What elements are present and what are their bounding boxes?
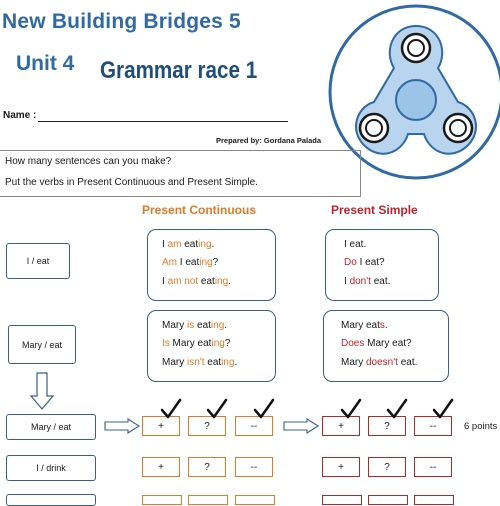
example-continuous-mary: Mary is eating. Is Mary eating? Mary isn… [147, 310, 276, 382]
next-row-box-partial [414, 495, 454, 505]
present-continuous-header: Present Continuous [142, 203, 257, 217]
prompt-i-eat: I / eat [6, 243, 70, 279]
prepared-by: Prepared by: Gordana Palada [216, 136, 322, 145]
book-title: New Building Bridges 5 [2, 10, 241, 33]
example-line: Mary isn't eating. [162, 357, 238, 368]
checkmark-icon [340, 398, 362, 419]
example-line: Am I eating? [162, 257, 219, 268]
instructions-box [0, 150, 361, 197]
next-row-prompt-partial [6, 494, 96, 506]
example-line: Mary doesn't eat. [341, 357, 418, 368]
example-line: I am not eating. [162, 276, 231, 287]
answer-box-continuous-negative[interactable]: -- [235, 416, 273, 436]
instruction-line-1: How many sentences can you make? [5, 156, 172, 167]
prompt-label: I / eat [26, 256, 50, 266]
checkmark-icon [160, 398, 182, 419]
answer-box-continuous-affirmative[interactable]: + [142, 416, 180, 436]
answer-box-continuous-affirmative[interactable]: + [142, 457, 180, 477]
example-continuous-i: I am eating. Am I eating? I am not eatin… [147, 229, 276, 301]
present-simple-header: Present Simple [331, 203, 418, 217]
next-row-box-partial [188, 495, 228, 505]
example-line: I am eating. [162, 239, 215, 250]
example-simple-mary: Mary eats. Does Mary eat? Mary doesn't e… [323, 310, 449, 382]
prompt-mary-eat: Mary / eat [8, 325, 76, 364]
answer-box-continuous-negative[interactable]: -- [235, 457, 273, 477]
checkmark-icon [253, 398, 275, 419]
example-line: I eat. [344, 239, 367, 250]
unit-label: Unit 4 [16, 52, 75, 75]
right-arrow-icon [283, 417, 320, 435]
example-line: Mary eats. [341, 320, 388, 331]
exercise-prompt-mary-eat: Mary / eat [6, 414, 96, 440]
right-arrow-icon [104, 417, 141, 435]
next-row-box-partial [142, 495, 182, 505]
fidget-spinner-icon [328, 4, 500, 180]
next-row-box-partial [368, 495, 408, 505]
example-line: Is Mary eating? [162, 338, 231, 349]
name-field[interactable] [38, 121, 288, 122]
answer-box-simple-negative[interactable]: -- [414, 416, 452, 436]
prompt-label: Mary / eat [21, 339, 62, 350]
answer-box-simple-affirmative[interactable]: + [322, 457, 360, 477]
down-arrow-icon [29, 372, 55, 410]
points-label: 6 points [464, 421, 498, 432]
example-line: Do I eat? [344, 257, 385, 268]
checkmark-icon [206, 398, 228, 419]
example-line: I don't eat. [344, 276, 391, 287]
prompt-label: I / drink [36, 463, 66, 473]
name-label: Name : [3, 110, 37, 121]
worksheet-title: Grammar race 1 [100, 57, 258, 84]
answer-box-continuous-question[interactable]: ? [188, 457, 226, 477]
prompt-label: Mary / eat [30, 422, 71, 432]
answer-box-simple-question[interactable]: ? [368, 416, 406, 436]
checkmark-icon [432, 398, 454, 419]
next-row-box-partial [235, 495, 275, 505]
example-line: Mary is eating. [162, 320, 228, 331]
example-line: Does Mary eat? [341, 338, 412, 349]
instruction-line-2: Put the verbs in Present Continuous and … [5, 177, 258, 188]
checkmark-icon [386, 398, 408, 419]
answer-box-simple-affirmative[interactable]: + [322, 416, 360, 436]
next-row-box-partial [322, 495, 362, 505]
answer-box-simple-question[interactable]: ? [368, 457, 406, 477]
exercise-prompt-i-drink: I / drink [6, 455, 96, 481]
example-simple-i: I eat. Do I eat? I don't eat. [325, 229, 439, 301]
answer-box-simple-negative[interactable]: -- [414, 457, 452, 477]
answer-box-continuous-question[interactable]: ? [188, 416, 226, 436]
